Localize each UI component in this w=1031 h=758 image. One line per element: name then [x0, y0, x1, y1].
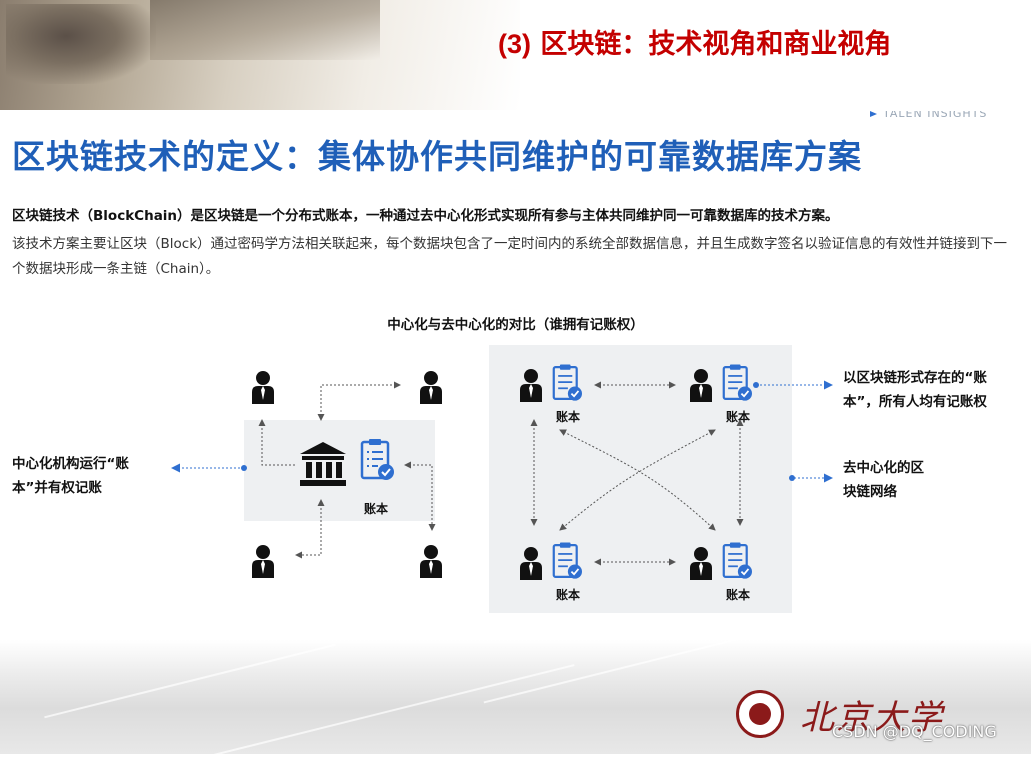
ledger-icon	[552, 542, 582, 579]
person-icon	[420, 545, 442, 578]
diagram-title: 中心化与去中心化的对比（谁拥有记账权）	[387, 317, 644, 333]
stone-lion-image	[6, 4, 156, 84]
person-icon	[690, 369, 712, 402]
header-decorative-photo	[0, 0, 520, 110]
slide-title-text: 区块链：技术视角和商业视角	[540, 29, 892, 60]
footer-streak	[44, 643, 336, 719]
roof-image	[150, 0, 380, 60]
footer-decorative-band	[0, 638, 1031, 758]
person-icon	[252, 371, 274, 404]
centralized-label-line2: 本”并有权记账	[12, 480, 102, 496]
line-center-bottom	[295, 499, 325, 559]
blockchain-ledger-label: 以区块链形式存在的“账 本”，所有人均有记账权	[843, 366, 987, 414]
blockchain-ledger-label-line1: 以区块链形式存在的“账	[843, 370, 987, 386]
blockchain-ledger-label-line2: 本”，所有人均有记账权	[843, 394, 987, 410]
ledger-icon	[552, 364, 582, 401]
centralized-label: 中心化机构运行“账 本”并有权记账	[12, 452, 129, 500]
definition-paragraph: 该技术方案主要让区块（Block）通过密码学方法相关联起来，每个数据块包含了一定…	[12, 236, 1008, 277]
decentralized-network-label: 去中心化的区 块链网络	[843, 456, 924, 504]
footer-streak	[483, 638, 737, 704]
person-icon	[520, 547, 542, 580]
decentralized-network-label-line2: 块链网络	[843, 484, 897, 500]
slide-title-number: (3)	[498, 29, 531, 59]
university-seal-logo	[736, 690, 784, 738]
line-center-right	[404, 461, 436, 531]
brand-tag: TALEN INSIGHTS	[870, 111, 987, 119]
line-decen-cross1	[559, 429, 716, 531]
footer-streak	[205, 664, 575, 758]
slide-title: (3) 区块链：技术视角和商业视角	[498, 22, 891, 61]
person-icon	[252, 545, 274, 578]
line-center-topleft	[317, 381, 401, 421]
triangle-icon	[870, 111, 877, 117]
ledger-icon	[722, 364, 752, 401]
ledger-label: 账本	[556, 410, 581, 424]
brand-tag-text: TALEN INSIGHTS	[883, 111, 988, 119]
ledger-icon	[360, 439, 394, 480]
person-icon	[690, 547, 712, 580]
bank-icon	[300, 442, 346, 486]
ledger-label: 账本	[726, 410, 751, 424]
definition-bold-text: 区块链技术（BlockChain）是区块链是一个分布式账本，一种通过去中心化形式…	[12, 208, 839, 224]
ledger-label: 账本	[556, 588, 581, 602]
ledger-label: 账本	[364, 502, 389, 516]
line-center-left	[258, 419, 295, 466]
page-heading: 区块链技术的定义：集体协作共同维护的可靠数据库方案	[12, 137, 862, 176]
line-decen-cross2	[559, 429, 716, 531]
university-name-logo: 北京大学	[800, 698, 944, 738]
watermark-text: CSDN @DQ_CODING	[832, 722, 997, 741]
person-icon	[420, 371, 442, 404]
centralized-label-line1: 中心化机构运行“账	[12, 456, 129, 472]
ledger-icon	[722, 542, 752, 579]
person-icon	[520, 369, 542, 402]
ledger-label: 账本	[726, 588, 751, 602]
decentralized-network-label-line1: 去中心化的区	[843, 460, 924, 476]
